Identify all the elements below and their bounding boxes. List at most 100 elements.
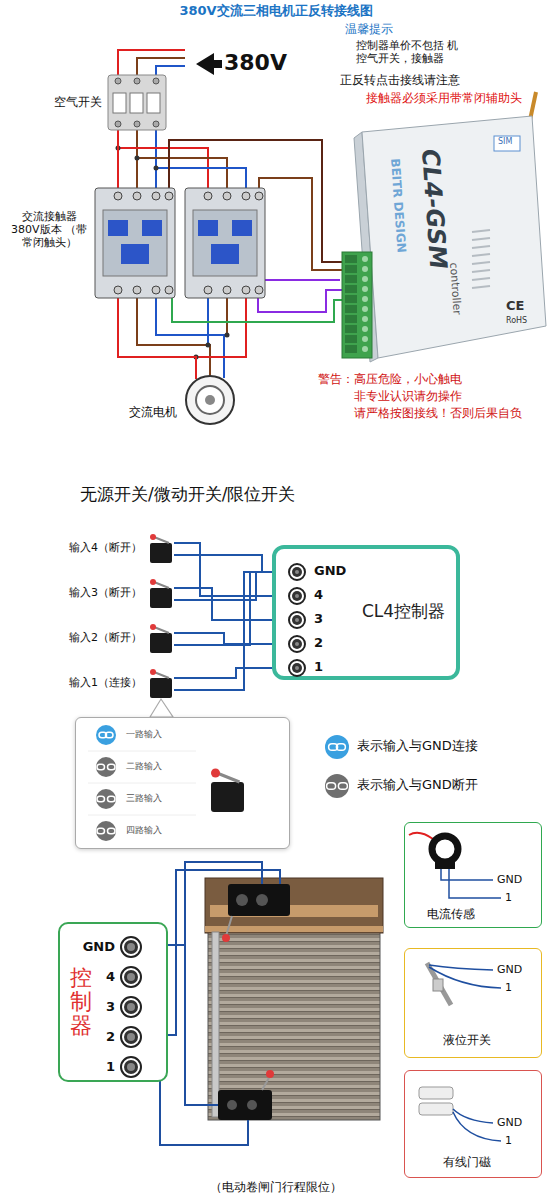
circle-shape (134, 121, 140, 127)
micro-switch: 输入4（断开） (148, 535, 174, 563)
tip-warning: 接触器必须采用带常闭辅助头 (366, 91, 522, 105)
rect-shape (338, 783, 347, 790)
node-text: GND (497, 963, 522, 976)
circle-shape (289, 660, 305, 676)
ac-motor-art (185, 375, 235, 425)
path-shape (156, 66, 185, 75)
line-shape (472, 246, 490, 248)
circle-shape (289, 636, 305, 652)
node-text: 1 (106, 1059, 115, 1075)
circle-shape (153, 78, 159, 84)
terminal: 4 (288, 587, 306, 605)
micro-switch-art (148, 535, 174, 563)
rect-shape (185, 188, 265, 298)
circle-shape (292, 567, 302, 577)
circle-shape (289, 612, 305, 628)
circle-shape (115, 121, 121, 127)
rect-shape (150, 678, 172, 698)
input-inset: 一路输入二路输入三路输入四路输入 (75, 717, 290, 849)
legend-text: 表示输入与GND连接 (357, 738, 478, 754)
rect-shape (208, 930, 380, 1120)
circle-shape (121, 997, 141, 1017)
polygon-shape (362, 116, 546, 358)
terminal: 1 (288, 659, 306, 677)
circle-shape (206, 343, 211, 348)
circle-shape (114, 286, 122, 294)
path-shape (185, 945, 218, 1105)
node-text: 交流电机 (129, 405, 177, 419)
node-text: 1 (505, 981, 512, 994)
line-shape (472, 262, 490, 264)
rect-shape (232, 220, 252, 236)
circle-shape (362, 336, 368, 342)
micro-switch: 输入3（断开） (148, 580, 174, 608)
path-shape (137, 58, 185, 75)
gsm-controller: SIMBEITR DESIGNCL4-GSMcontrollerCERoHS (340, 112, 550, 362)
node-text: 1 (314, 659, 323, 675)
circle-shape (115, 78, 121, 84)
circle-shape (124, 970, 138, 984)
terminal: 3 (120, 996, 142, 1018)
circle-shape (223, 192, 231, 200)
rect-shape (228, 884, 290, 916)
wire-connector (174, 572, 288, 690)
line-shape (472, 230, 490, 232)
rect-shape (345, 345, 357, 353)
circle-shape (127, 943, 135, 951)
circle-shape (121, 967, 141, 987)
input-inset-art (76, 718, 291, 850)
circle-shape (223, 286, 231, 294)
rect-shape (150, 543, 172, 563)
micro-switch: 输入2（断开） (148, 625, 174, 653)
circle-shape (154, 166, 159, 171)
path-shape (137, 298, 210, 376)
circle-shape (121, 937, 141, 957)
rect-shape (494, 136, 520, 151)
line-shape (88, 783, 196, 784)
rect-shape (97, 828, 105, 834)
node-text: CL4控制器 (362, 601, 445, 621)
circle-shape (96, 821, 116, 841)
line-shape (217, 773, 240, 782)
wire-connector (174, 633, 288, 644)
supply-arrow (196, 53, 222, 75)
circle-shape (242, 192, 250, 200)
node-text: RoHS (506, 316, 527, 326)
path-shape (118, 50, 185, 75)
terminal-art (120, 966, 142, 988)
line-shape (472, 270, 490, 272)
rect-shape (435, 861, 455, 869)
wire-connector (117, 130, 119, 192)
wire-connector (174, 572, 288, 645)
node-text: GND (497, 1116, 522, 1129)
path-shape (258, 290, 342, 312)
circle-shape (255, 192, 263, 200)
circle-shape (114, 192, 122, 200)
rect-shape (147, 93, 160, 113)
line-shape (472, 254, 490, 256)
terminal: 4 (120, 966, 142, 988)
rect-shape (419, 1103, 453, 1115)
rect-shape (95, 188, 175, 298)
terminal: 1 (120, 1056, 142, 1078)
terminal-art (288, 563, 306, 581)
line-shape (154, 582, 169, 588)
tip-note: 控制器单价不包括 机控气开关，接触器 (356, 39, 462, 65)
circle-shape (362, 306, 368, 312)
circle-shape (295, 642, 299, 646)
rect-shape (150, 588, 172, 608)
rect-shape (345, 255, 357, 263)
circle-shape (127, 1033, 135, 1041)
terminal-art (288, 587, 306, 605)
node-text: 控制器 (70, 966, 92, 1039)
node-text: 二路输入 (126, 761, 162, 772)
rect-shape (103, 210, 167, 276)
terminal: GND (288, 563, 306, 581)
node-text: 3 (314, 611, 323, 627)
circle-shape (204, 286, 212, 294)
g-shape (211, 769, 244, 813)
line-shape (88, 751, 196, 752)
wire-connector (174, 588, 288, 620)
wire-connector (174, 555, 288, 572)
node-text: 电流传感 (427, 907, 475, 921)
